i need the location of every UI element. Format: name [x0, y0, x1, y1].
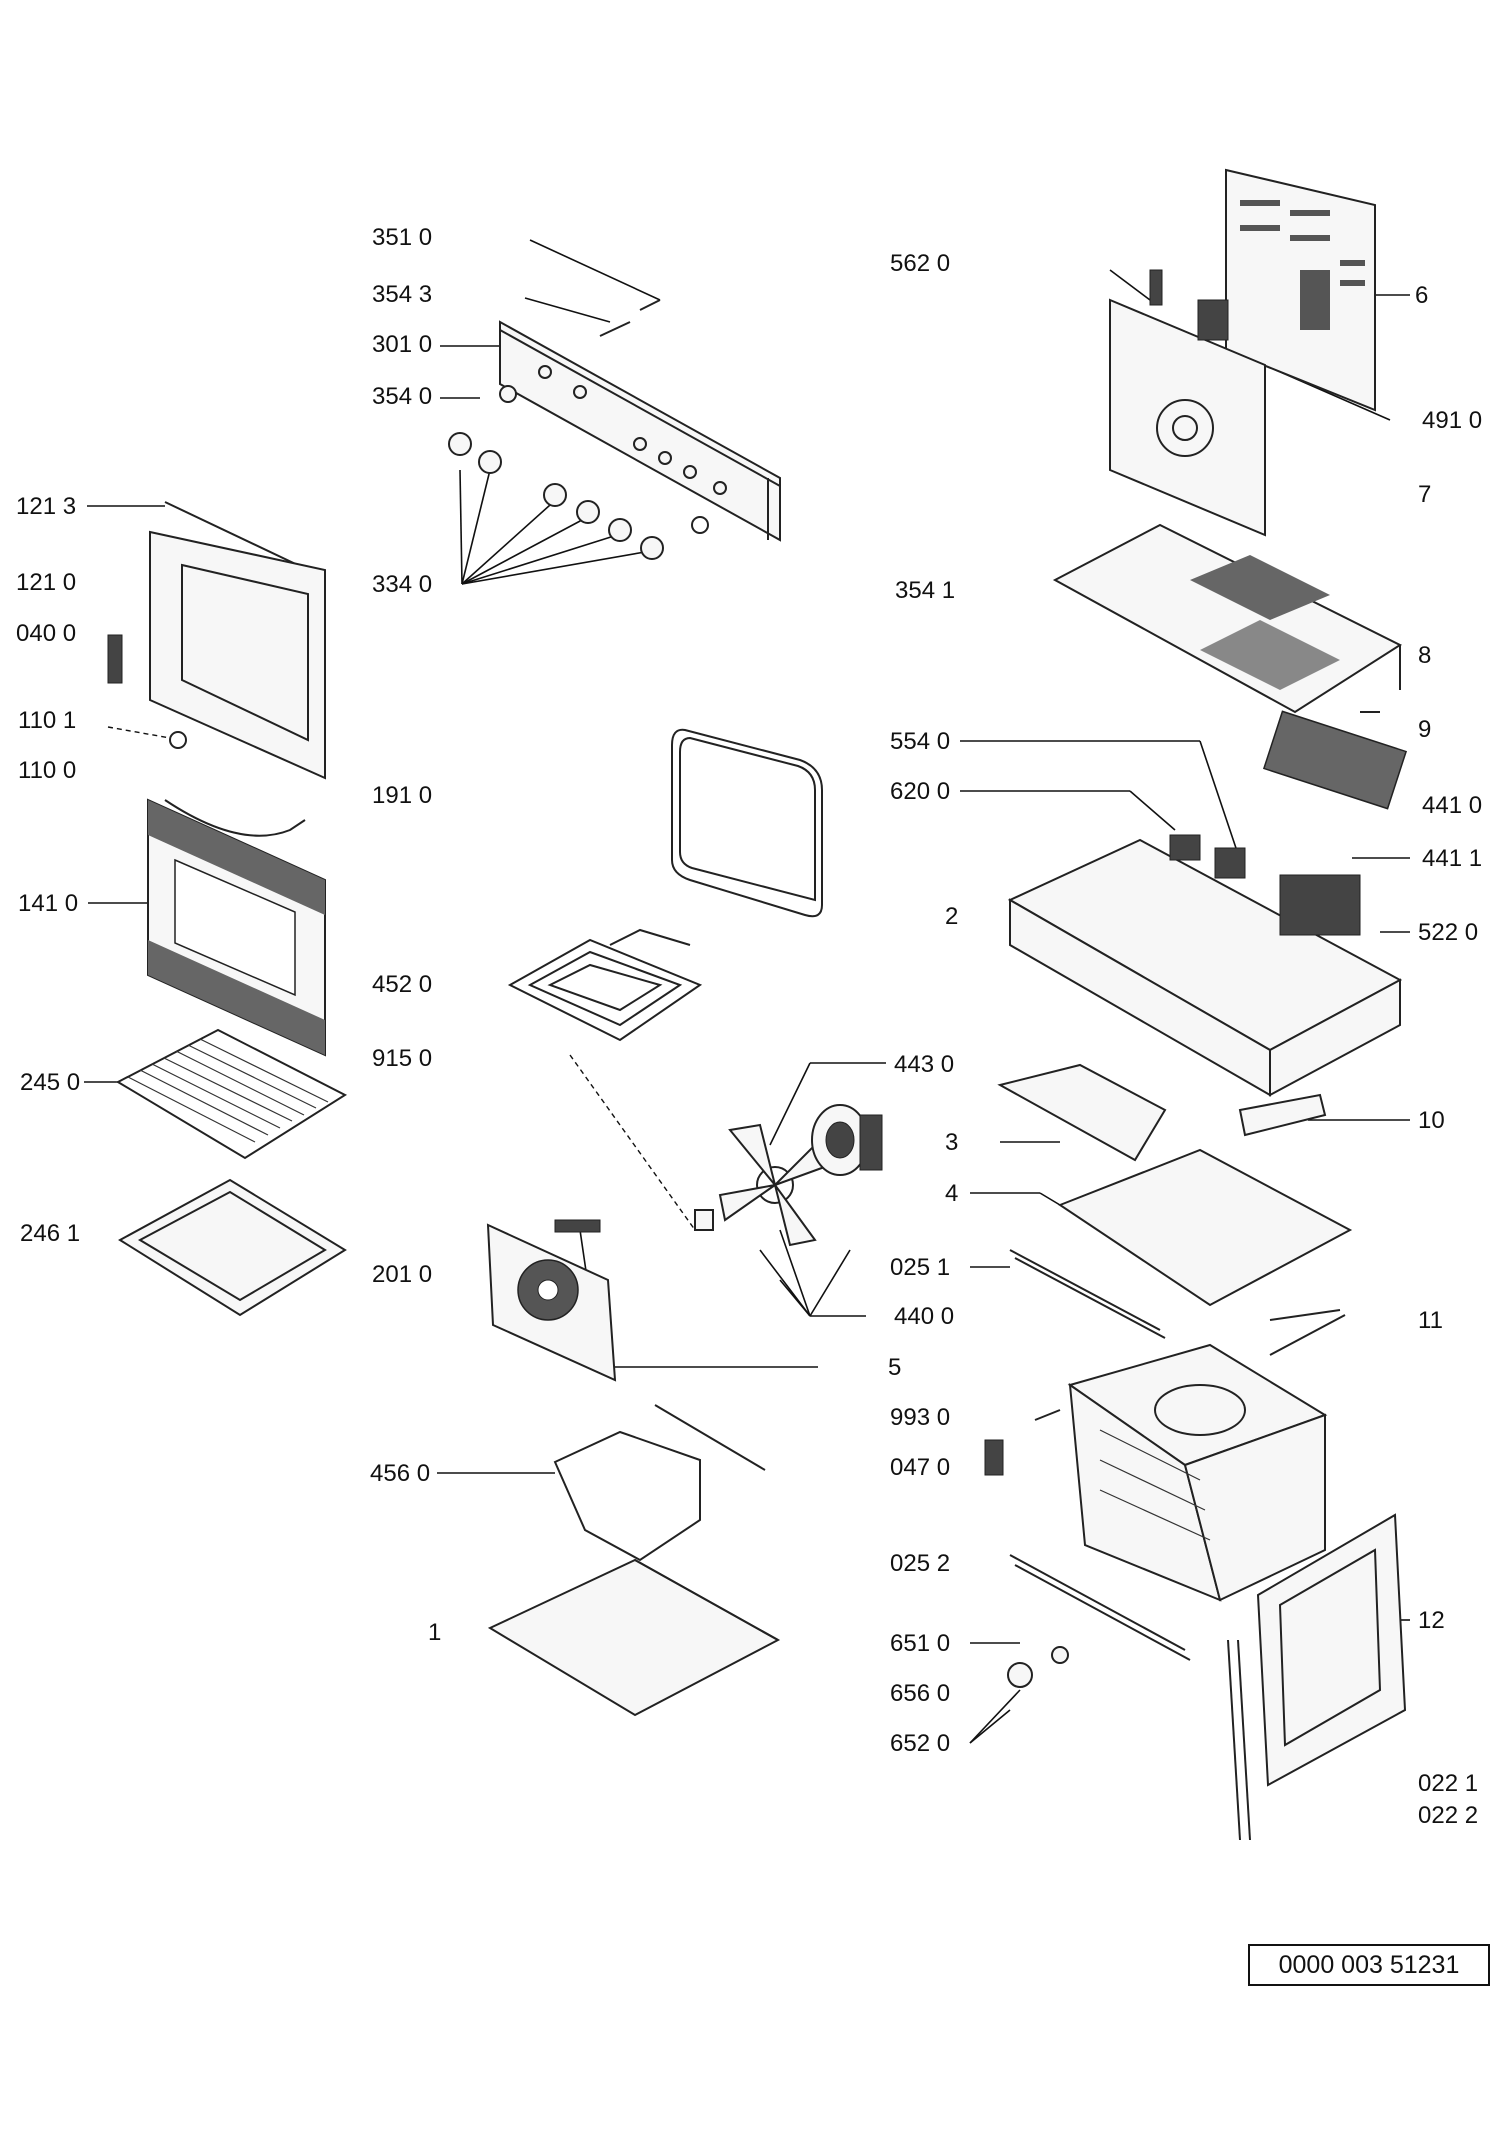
label-334-0: 334 0: [372, 571, 432, 598]
control-panel-drawing: [448, 299, 781, 560]
label-3: 3: [945, 1129, 958, 1156]
document-code-box: 0000 003 51231: [1248, 1944, 1490, 1986]
label-651-0: 651 0: [890, 1630, 950, 1657]
insulation-sheet-drawing: [1009, 1148, 1353, 1339]
label-4: 4: [945, 1180, 958, 1207]
bottom-element-drawing: [553, 1404, 766, 1562]
label-491-0: 491 0: [1422, 407, 1482, 434]
label-915-0: 915 0: [372, 1045, 432, 1072]
label-620-0: 620 0: [890, 778, 950, 805]
top-panel-drawing: [1052, 523, 1403, 714]
label-6: 6: [1415, 282, 1428, 309]
door-frame-drawing: [107, 501, 326, 837]
label-191-0: 191 0: [372, 782, 432, 809]
label-141-0: 141 0: [18, 890, 78, 917]
label-351-0: 351 0: [372, 224, 432, 251]
label-652-0: 652 0: [890, 1730, 950, 1757]
hinges-door-drawing: [1007, 1513, 1407, 1841]
label-441-1: 441 1: [1422, 845, 1482, 872]
label-562-0: 562 0: [890, 250, 950, 277]
rear-wall-drawing: [1109, 168, 1376, 537]
heating-element-drawing: [507, 928, 703, 1042]
label-554-0: 554 0: [890, 728, 950, 755]
label-246-1: 246 1: [20, 1220, 80, 1247]
label-354-1: 354 1: [895, 577, 955, 604]
label-201-0: 201 0: [372, 1261, 432, 1288]
label-522-0: 522 0: [1418, 919, 1478, 946]
bottom-panel-drawing: [487, 1558, 781, 1717]
label-8: 8: [1418, 642, 1431, 669]
label-040-0: 040 0: [16, 620, 76, 647]
label-121-3: 121 3: [16, 493, 76, 520]
fan-cover-drawing: [486, 1219, 617, 1382]
label-121-0: 121 0: [16, 569, 76, 596]
part-labels: 351 0 354 3 301 0 354 0 334 0 121 3 121 …: [16, 224, 1482, 1829]
label-452-0: 452 0: [372, 971, 432, 998]
label-022-1: 022 1: [1418, 1770, 1478, 1797]
oven-cavity-drawing: [984, 1343, 1328, 1602]
label-025-2: 025 2: [890, 1550, 950, 1577]
label-7: 7: [1418, 481, 1431, 508]
wire-rack-drawing: [115, 1028, 348, 1160]
bracket-drawing: [997, 1063, 1327, 1162]
label-047-0: 047 0: [890, 1454, 950, 1481]
label-441-0: 441 0: [1422, 792, 1482, 819]
fan-drawing: [694, 1104, 883, 1247]
label-993-0: 993 0: [890, 1404, 950, 1431]
label-354-3: 354 3: [372, 281, 432, 308]
label-656-0: 656 0: [890, 1680, 950, 1707]
label-110-1: 110 1: [18, 707, 76, 734]
baking-tray-drawing: [118, 1178, 347, 1317]
tangential-fan-drawing: [1262, 710, 1408, 810]
label-9: 9: [1418, 716, 1431, 743]
label-022-2: 022 2: [1418, 1802, 1478, 1829]
label-456-0: 456 0: [370, 1460, 430, 1487]
label-11: 11: [1418, 1307, 1443, 1334]
label-440-0: 440 0: [894, 1303, 954, 1330]
label-025-1: 025 1: [890, 1254, 950, 1281]
label-354-0: 354 0: [372, 383, 432, 410]
door-glass-drawing: [147, 798, 326, 1057]
label-12: 12: [1418, 1607, 1445, 1634]
label-1: 1: [428, 1619, 441, 1646]
heat-shield-drawing: [1269, 1314, 1346, 1356]
label-10: 10: [1418, 1107, 1445, 1134]
label-443-0: 443 0: [894, 1051, 954, 1078]
label-245-0: 245 0: [20, 1069, 80, 1096]
electronics-tray-drawing: [1007, 834, 1403, 1097]
label-110-0: 110 0: [18, 757, 76, 784]
label-5: 5: [888, 1354, 901, 1381]
label-2: 2: [945, 903, 958, 930]
label-301-0: 301 0: [372, 331, 432, 358]
seal-drawing: [671, 728, 823, 918]
